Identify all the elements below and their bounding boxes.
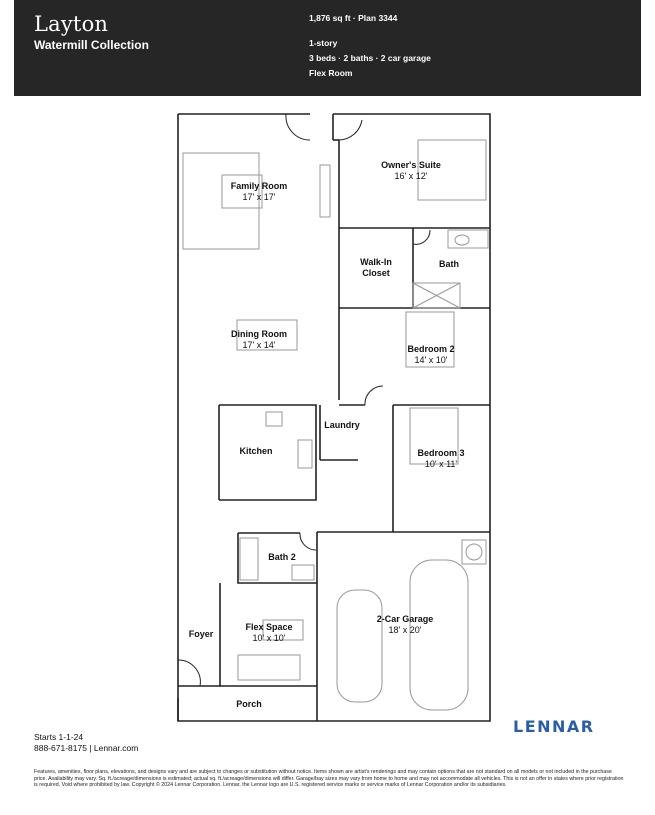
room-name: Family Room <box>230 181 288 191</box>
room-name: Bath <box>439 259 459 269</box>
room-name: Kitchen <box>239 446 273 456</box>
room-name: Flex Space <box>245 622 293 632</box>
room-foyer: Foyer <box>189 629 214 640</box>
room-name: Walk-In <box>360 257 392 267</box>
starts-date: Starts 1-1-24 <box>34 732 84 742</box>
plan-title: Layton <box>34 12 109 36</box>
room-laundry: Laundry <box>324 420 360 431</box>
room-name: Foyer <box>188 629 214 639</box>
legal-disclaimer: Features, amenities, floor plans, elevat… <box>34 769 624 789</box>
room-size: 17' x 17' <box>242 192 276 202</box>
room-bath: Bath <box>439 259 459 270</box>
collection-name: Watermill Collection <box>34 38 149 52</box>
room-size: 16' x 12' <box>394 171 428 181</box>
room-name: Owner's Suite <box>381 160 441 170</box>
room-name: 2-Car Garage <box>376 614 434 624</box>
room-name: Laundry <box>324 420 360 430</box>
spec-flex: Flex Room <box>309 68 353 78</box>
room-size: 10' x 10' <box>252 633 286 643</box>
room-name-line2: Closet <box>362 268 390 278</box>
room-name: Bedroom 2 <box>407 344 455 354</box>
room-name: Bath 2 <box>268 552 296 562</box>
room-name: Bedroom 3 <box>417 448 465 458</box>
room-size: 10' x 11' <box>424 459 458 469</box>
room-size: 18' x 20' <box>388 625 422 635</box>
room-bath-2: Bath 2 <box>268 552 296 563</box>
spec-stories: 1-story <box>309 38 338 48</box>
spec-sqft: 1,876 sq ft · Plan 3344 <box>309 13 398 23</box>
room-name: Dining Room <box>231 329 287 339</box>
room-size: 17' x 14' <box>242 340 276 350</box>
room-kitchen: Kitchen <box>239 446 272 457</box>
room-name: Porch <box>236 699 262 709</box>
lennar-logo: LENNAR <box>513 717 595 736</box>
spec-rooms: 3 beds · 2 baths · 2 car garage <box>309 53 431 63</box>
room-size: 14' x 10' <box>414 355 448 365</box>
room-porch: Porch <box>236 699 262 710</box>
contact-info[interactable]: 888-671-8175 | Lennar.com <box>34 743 139 753</box>
plan-header: Layton Watermill Collection 1,876 sq ft … <box>14 0 641 96</box>
